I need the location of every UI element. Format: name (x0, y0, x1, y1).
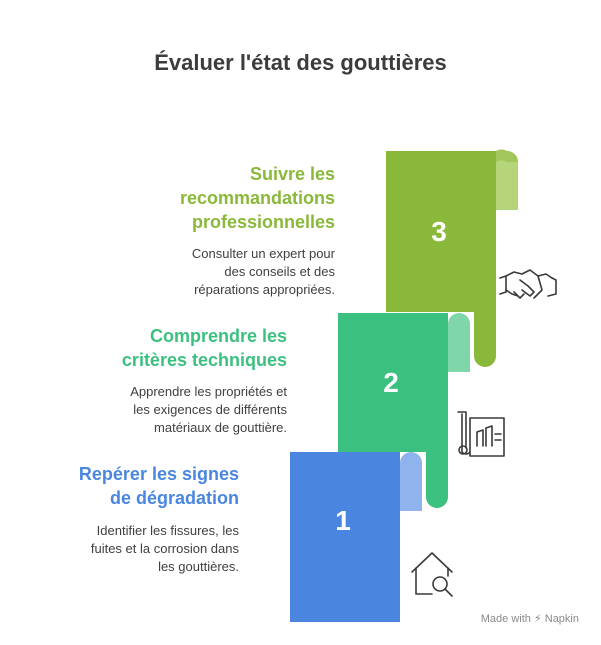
step-3-ribbon-curl-edge (496, 149, 518, 162)
step-3-desc-line: réparations appropriées. (194, 282, 335, 297)
step-3-title-line: recommandations (179, 188, 335, 208)
step-1-ribbon: 1 (290, 452, 422, 622)
step-3-ribbon-body (386, 151, 496, 367)
step-2-desc-line: Apprendre les propriétés et (130, 384, 287, 399)
step-2-ribbon-body (338, 313, 448, 508)
step-1-desc-line: fuites et la corrosion dans (90, 541, 239, 556)
step-1-title-line: Repérer les signes (78, 464, 239, 484)
step-1-description: Identifier les fissures, les fuites et l… (91, 522, 239, 576)
napkin-watermark: Made with ⚡ Napkin (481, 612, 579, 625)
step-2-desc-line: les exigences de différents (133, 402, 287, 417)
step-3-desc-line: Consulter un expert pour (191, 246, 335, 261)
step-1-ribbon-body (290, 452, 400, 622)
step-3-desc-line: des conseils et des (224, 264, 335, 279)
step-2-title: Comprendre les critères techniques (122, 324, 287, 372)
step-1-desc-line: Identifier les fissures, les (96, 523, 239, 538)
house-search-icon (411, 552, 453, 597)
step-3-title-line: professionnelles (191, 212, 335, 232)
napkin-logo-icon: ⚡ (533, 613, 542, 625)
step-1-title: Repérer les signes de dégradation (79, 462, 239, 510)
step-3-title-line: Suivre les (249, 164, 335, 184)
step-1-title-line: de dégradation (109, 488, 239, 508)
blueprint-icon (457, 411, 505, 457)
step-1-ribbon-curl (400, 452, 422, 511)
made-with-label: Made with (480, 613, 531, 625)
step-1-number: 1 (335, 505, 351, 536)
step-3-title: Suivre les recommandations professionnel… (180, 162, 335, 234)
step-2-title-line: Comprendre les (149, 326, 287, 346)
step-2-desc-line: matériaux de gouttière. (154, 420, 287, 435)
step-2-title-line: critères techniques (121, 350, 287, 370)
handshake-icon (499, 269, 557, 299)
step-3-description: Consulter un expert pour des conseils et… (192, 245, 335, 299)
page-title: Évaluer l'état des gouttières (154, 50, 447, 75)
step-2-ribbon-curl (448, 313, 470, 372)
step-2-description: Apprendre les propriétés et les exigence… (130, 383, 287, 437)
step-3-ribbon: 3 (386, 149, 518, 367)
napkin-brand-label: Napkin (544, 613, 579, 625)
step-2-number: 2 (383, 367, 399, 398)
step-3-ribbon-curl (496, 151, 518, 210)
step-3-number: 3 (431, 216, 447, 247)
step-2-ribbon: 2 (338, 313, 470, 508)
step-1-desc-line: les gouttières. (158, 559, 239, 574)
